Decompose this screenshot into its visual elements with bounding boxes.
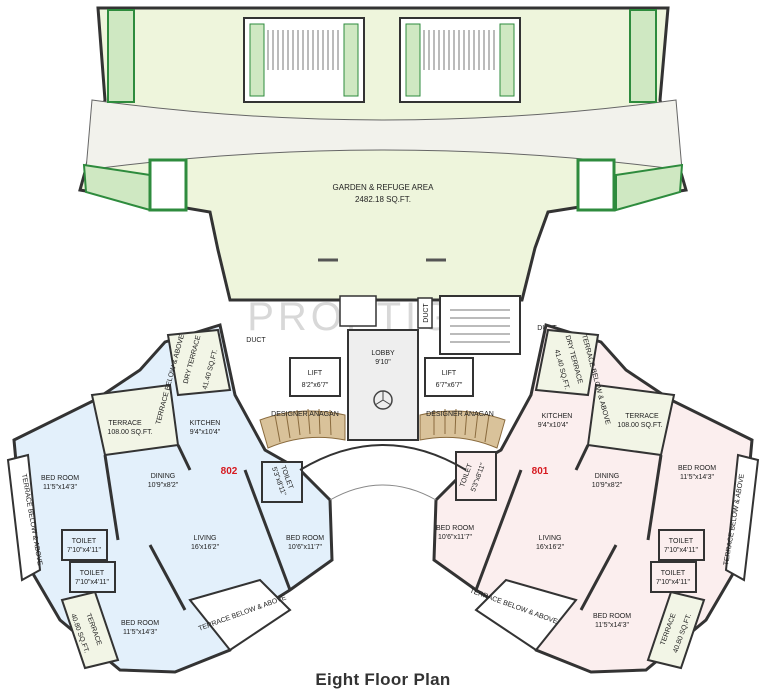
right-bedroom-3-size: 11'5"x14'3" — [595, 622, 629, 629]
right-toilet-3 — [455, 451, 497, 501]
left-dry-terrace — [166, 328, 232, 397]
left-toilet-2-name: TOILET — [80, 570, 105, 577]
left-toilet-2-size: 7'10"x4'11" — [75, 579, 109, 586]
right-unit-number: 801 — [532, 466, 549, 477]
right-toilet-2-name: TOILET — [661, 570, 686, 577]
right-living-name: LIVING — [539, 535, 562, 542]
left-kitchen-name: KITCHEN — [190, 420, 221, 427]
left-bottom-terrace — [188, 578, 292, 652]
anagan-left: DESIGNER ANAGAN — [259, 408, 346, 449]
garden-area: GARDEN & REFUGE AREA 2482.18 SQ.FT. — [78, 6, 688, 302]
right-toilet-2-size: 7'10"x4'11" — [656, 579, 690, 586]
left-toilet-1-size: 7'10"x4'11" — [67, 547, 101, 554]
left-living-size: 16'x16'2" — [191, 544, 220, 551]
service-box — [339, 295, 377, 327]
garden-label: GARDEN & REFUGE AREA — [333, 183, 435, 192]
shaft-right — [576, 158, 616, 212]
left-dining-name: DINING — [151, 473, 176, 480]
anagan-right: DESIGNER ANAGAN — [419, 408, 506, 449]
left-toilet-3 — [261, 461, 303, 503]
right-bedroom-2-name: BED ROOM — [436, 525, 474, 532]
shaft-left — [148, 158, 188, 212]
lift-left-label: LIFT — [308, 370, 323, 377]
right-dry-terrace — [534, 328, 600, 397]
right-bottom-terrace — [474, 578, 578, 652]
right-living-size: 16'x16'2" — [536, 544, 565, 551]
duct-center — [417, 297, 433, 329]
left-bedroom-2-name: BED ROOM — [286, 535, 324, 542]
right-dining-size: 10'9"x8'2" — [592, 482, 623, 489]
left-unit-number: 802 — [221, 466, 238, 477]
page-title: Eight Floor Plan — [315, 670, 451, 689]
left-bedroom-2-size: 10'6"x11'7" — [288, 544, 322, 551]
lobby — [347, 329, 419, 441]
right-side-terrace — [724, 453, 760, 582]
left-terrace-size: 108.00 SQ.FT. — [107, 429, 152, 436]
lobby-label: LOBBY — [371, 350, 395, 357]
curved-corridor — [299, 444, 467, 471]
left-small-terrace — [60, 590, 120, 670]
lobby-size: 9'10" — [375, 359, 391, 366]
staircase-left — [243, 17, 365, 103]
right-toilet-2 — [650, 561, 697, 593]
duct-left-label: DUCT — [246, 337, 266, 344]
left-living-name: LIVING — [194, 535, 217, 542]
right-bedroom-3-name: BED ROOM — [593, 613, 631, 620]
right-dining-name: DINING — [595, 473, 620, 480]
lift-right — [424, 357, 474, 397]
right-bedroom-2-size: 10'6"x11'7" — [438, 534, 472, 541]
garden-shape — [78, 6, 688, 302]
right-kitchen-size: 9'4"x10'4" — [538, 422, 569, 429]
lift-left — [289, 357, 341, 397]
planter-right-top — [629, 9, 657, 103]
right-bedroom-1-name: BED ROOM — [678, 465, 716, 472]
right-terrace-size: 108.00 SQ.FT. — [617, 422, 662, 429]
planter-right-lower — [615, 163, 684, 212]
left-bedroom-3-name: BED ROOM — [121, 620, 159, 627]
central-core: LOBBY 9'10" LIFT 8'2"x6'7" LIFT 6'7"x6'7… — [246, 295, 557, 441]
right-kitchen-name: KITCHEN — [542, 413, 573, 420]
right-terrace-name: TERRACE — [625, 413, 659, 420]
left-toilet-1-name: TOILET — [72, 538, 97, 545]
left-side-terrace — [6, 453, 42, 582]
garden-area-size: 2482.18 SQ.FT. — [355, 195, 411, 204]
left-dining-size: 10'9"x8'2" — [148, 482, 179, 489]
left-terrace-name: TERRACE — [108, 420, 142, 427]
lift-right-size: 6'7"x6'7" — [436, 382, 463, 389]
anagan-right-label: DESIGNER ANAGAN — [426, 411, 494, 418]
left-bedroom-1-name: BED ROOM — [41, 475, 79, 482]
lift-left-size: 8'2"x6'7" — [302, 382, 329, 389]
unit-left: 802 TERRACE 108.00 SQ.FT. KITCHEN 9'4"x1… — [6, 323, 334, 674]
left-bedroom-3-size: 11'5"x14'3" — [123, 629, 157, 636]
left-toilet-2 — [69, 561, 116, 593]
left-bedroom-1-size: 11'5"x14'3" — [43, 484, 77, 491]
right-toilet-1 — [658, 529, 705, 561]
duct-center-label: DUCT — [423, 303, 430, 323]
lift-right-label: LIFT — [442, 370, 457, 377]
right-bedroom-1-size: 11'5"x14'3" — [680, 474, 714, 481]
planter-left-top — [107, 9, 135, 103]
curved-corridor-inner — [329, 484, 437, 501]
right-toilet-1-name: TOILET — [669, 538, 694, 545]
left-toilet-1 — [61, 529, 108, 561]
right-toilet-1-size: 7'10"x4'11" — [664, 547, 698, 554]
right-small-terrace — [646, 590, 706, 670]
staircase-right — [399, 17, 521, 103]
anagan-left-label: DESIGNER ANAGAN — [271, 411, 339, 418]
left-kitchen-size: 9'4"x10'4" — [190, 429, 221, 436]
staircase-core — [439, 295, 521, 355]
unit-right: 801 TERRACE 108.00 SQ.FT. KITCHEN 9'4"x1… — [432, 323, 760, 674]
